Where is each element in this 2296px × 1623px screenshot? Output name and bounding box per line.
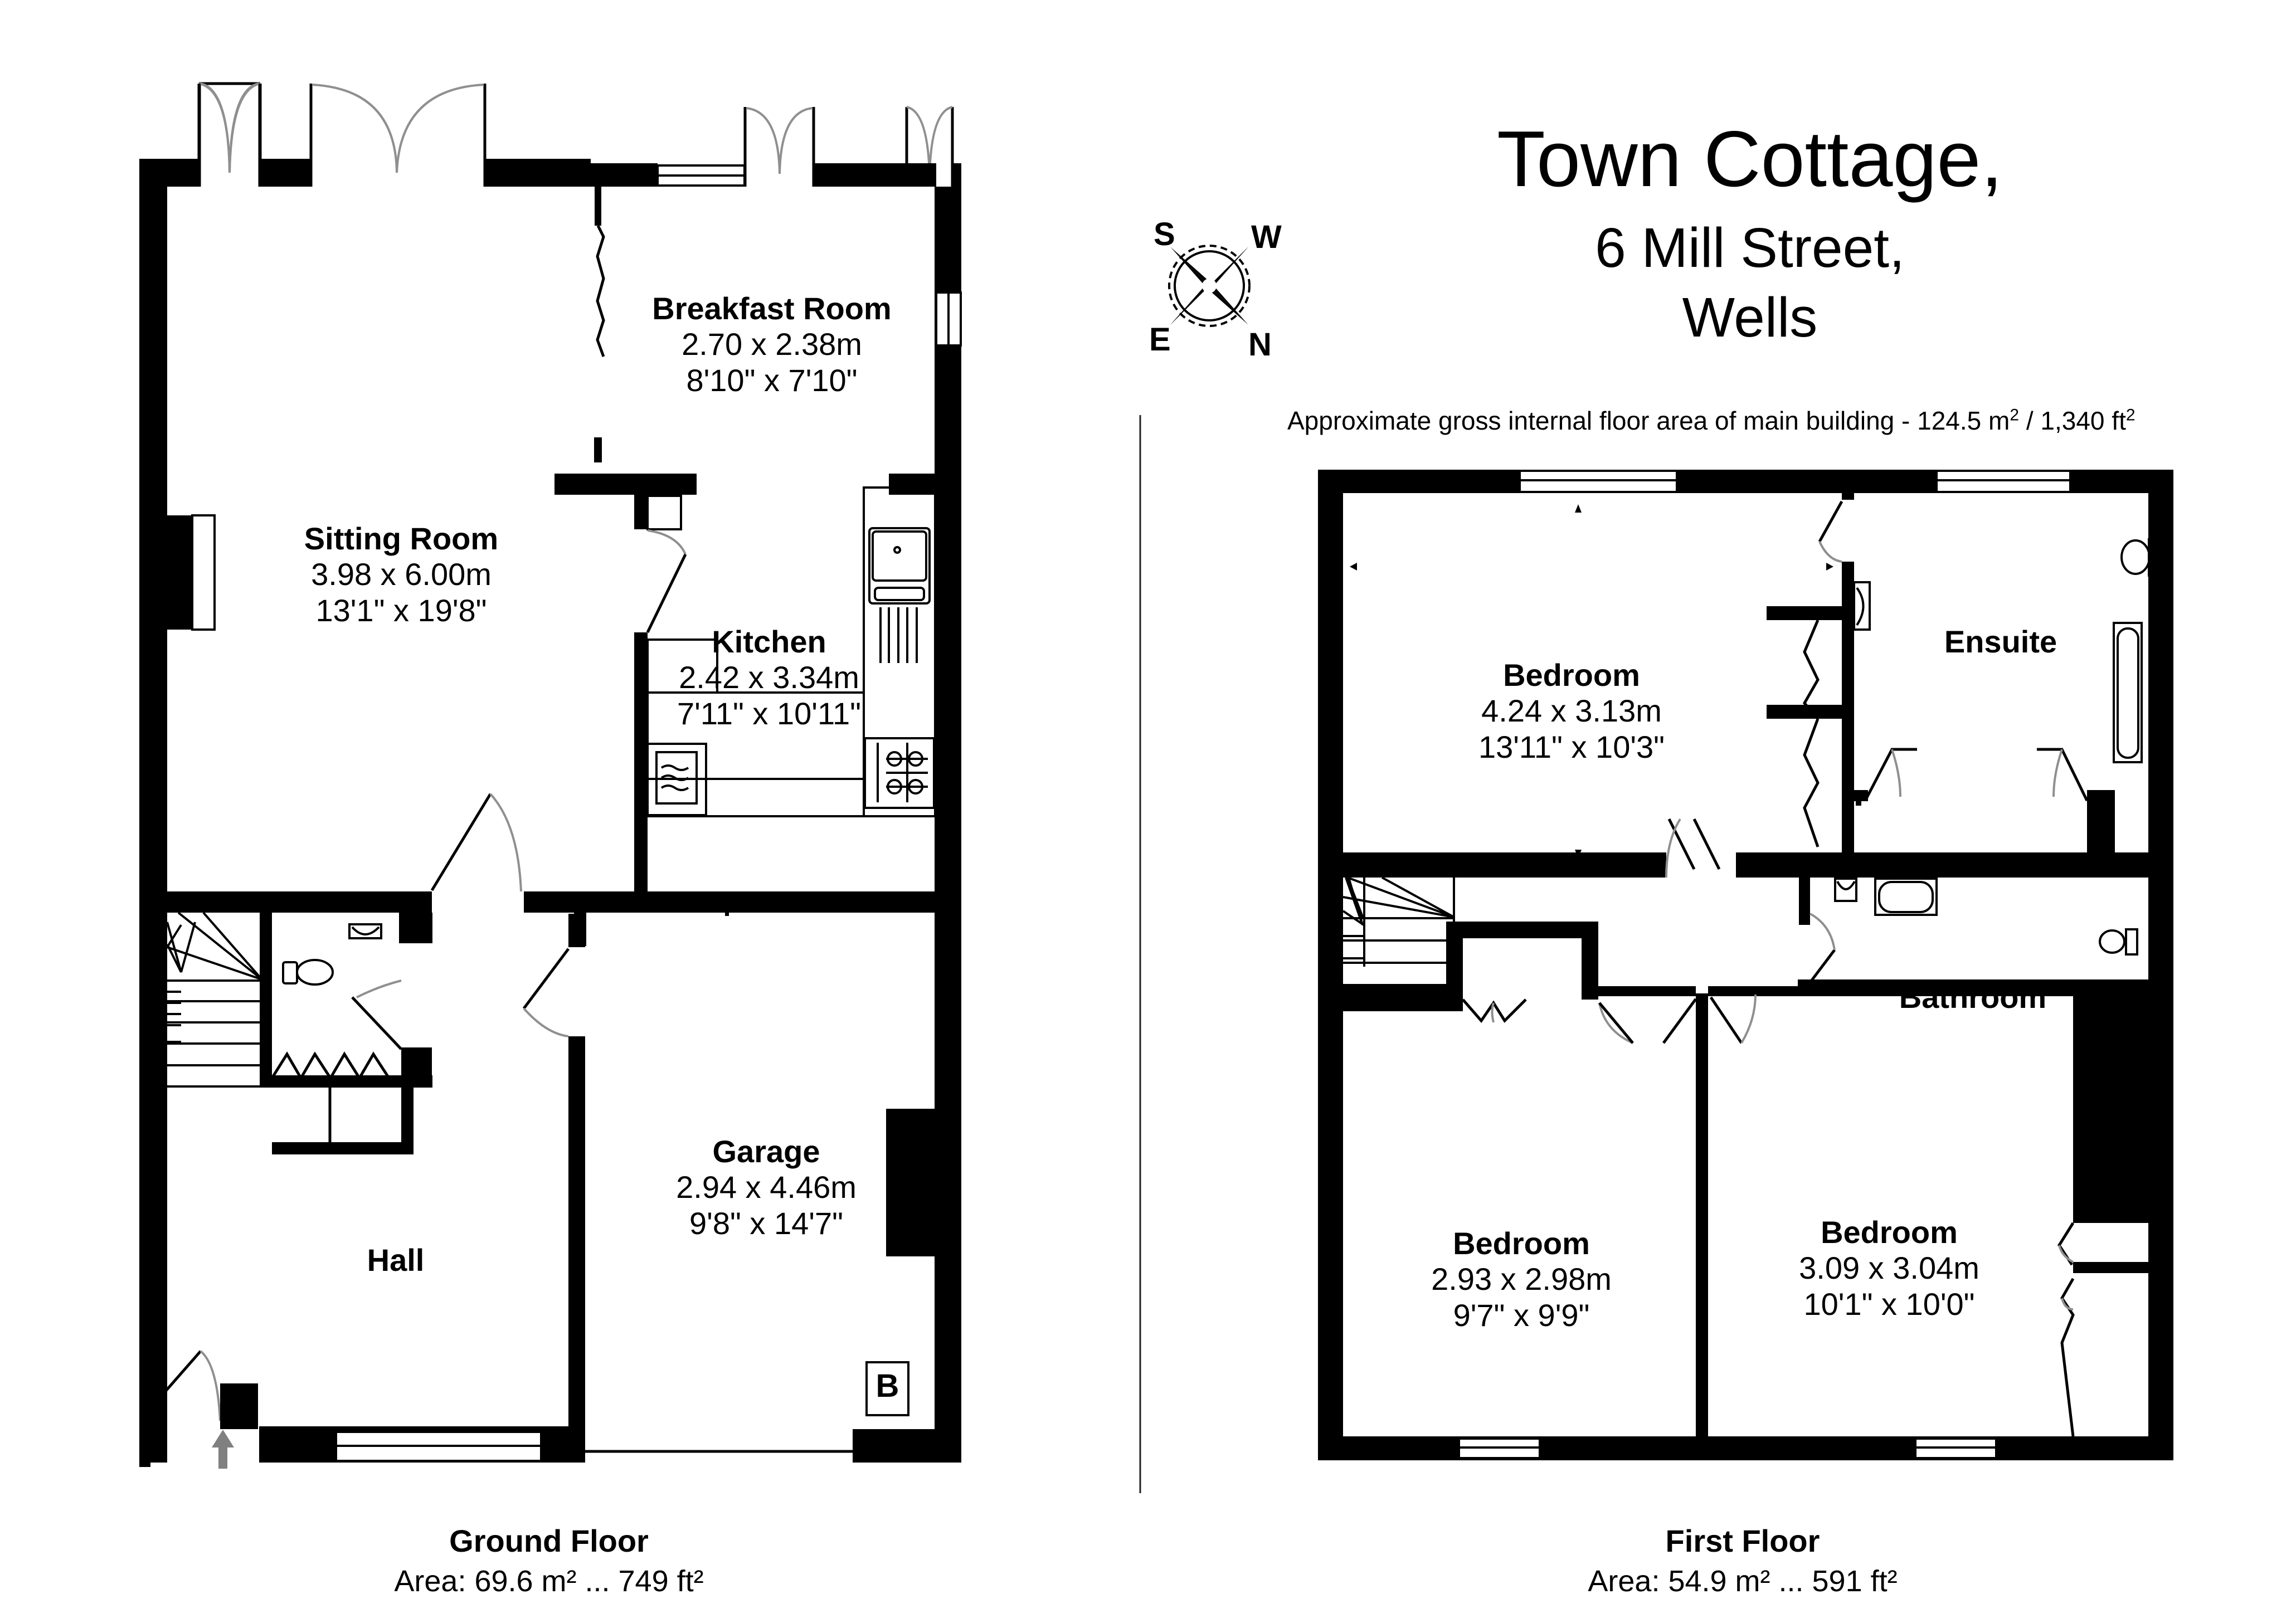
room-label-bedroom-3: Bedroom 3.09 x 3.04m 10'1" x 10'0"	[1799, 1215, 1979, 1322]
superscript: 2	[2125, 406, 2136, 425]
room-label-bedroom-1: Bedroom 4.24 x 3.13m 13'11" x 10'3"	[1478, 657, 1665, 764]
room-label-garage: Garage 2.94 x 4.46m 9'8" x 14'7"	[676, 1134, 857, 1241]
total-area-note: Approximate gross internal floor area of…	[1287, 406, 2136, 436]
room-label-kitchen: Kitchen 2.42 x 3.34m 7'11" x 10'11"	[677, 624, 861, 731]
west-wall	[139, 159, 167, 1463]
boiler-label: B	[875, 1368, 899, 1404]
property-street: 6 Mill Street,	[1595, 217, 1905, 279]
wall	[485, 159, 591, 187]
property-title: Town Cottage,	[1497, 115, 2003, 203]
compass-label-w: W	[1251, 219, 1282, 255]
room-label-ensuite: Ensuite	[1944, 624, 2057, 659]
compass-rose-icon	[1168, 245, 1251, 327]
room-label-bedroom-2: Bedroom 2.93 x 2.98m 9'7" x 9'9"	[1431, 1226, 1612, 1333]
total-area-prefix: Approximate gross internal floor area of…	[1287, 406, 1918, 435]
total-area-unit-m: m	[1988, 406, 2010, 435]
total-area-unit-ft: ft	[2112, 406, 2126, 435]
east-wall	[935, 163, 961, 1463]
total-area-sqft: 1,340	[2040, 406, 2105, 435]
room-label-bathroom: Bathroom	[1899, 979, 2047, 1015]
wall	[591, 163, 609, 187]
ground-floor-plan	[139, 82, 962, 1469]
room-label-hall: Hall	[367, 1242, 425, 1278]
compass-label-n: N	[1248, 326, 1272, 363]
first-floor-caption: First Floor Area: 54.9 m² ... 591 ft²	[1588, 1523, 1898, 1598]
property-town: Wells	[1682, 286, 1818, 349]
room-label-breakfast-room: Breakfast Room 2.70 x 2.38m 8'10" x 7'10…	[652, 291, 892, 398]
room-label-sitting-room: Sitting Room 3.98 x 6.00m 13'1" x 19'8"	[304, 521, 499, 628]
total-area-separator: /	[2019, 406, 2041, 435]
first-floor-plan	[1318, 470, 2173, 1460]
ground-floor-caption: Ground Floor Area: 69.6 m² ... 749 ft²	[394, 1523, 704, 1598]
entrance-arrow-icon	[212, 1430, 234, 1469]
wall	[609, 163, 626, 187]
compass-label-e: E	[1149, 321, 1171, 358]
superscript: 2	[2010, 406, 2020, 425]
total-area-sqm: 124.5	[1917, 406, 1982, 435]
compass-label-s: S	[1154, 216, 1175, 252]
